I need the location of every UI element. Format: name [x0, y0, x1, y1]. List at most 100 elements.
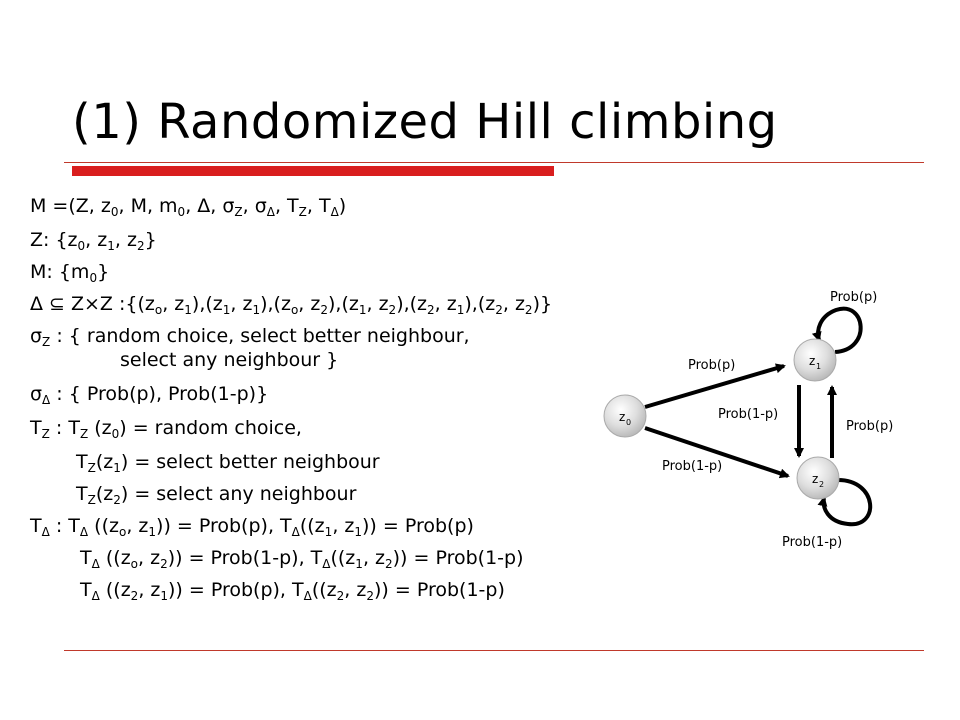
subscript: o: [290, 303, 299, 317]
text-run: )) = Prob(p), T: [156, 515, 292, 537]
definition-line: Z: {z0, z1, z2}: [30, 228, 157, 252]
node-z1: z 1: [793, 338, 837, 382]
node-z1-sub: 1: [816, 362, 821, 371]
subscript: Z: [79, 427, 89, 441]
text-run: , T: [274, 195, 299, 217]
subscript: 2: [320, 303, 328, 317]
text-run: , z: [502, 293, 525, 315]
subscript: Δ: [330, 205, 339, 219]
subscript: 1: [355, 557, 363, 571]
text-run: select any neighbour }: [120, 349, 339, 371]
text-run: , z: [114, 229, 137, 251]
text-run: , z: [366, 293, 389, 315]
definition-line: TZ(z1) = select better neighbour: [76, 450, 380, 474]
text-run: , z: [434, 293, 457, 315]
text-run: ((z: [99, 579, 131, 601]
node-z0: z 0: [603, 394, 647, 438]
text-run: )) = Prob(p): [362, 515, 474, 537]
text-run: , M, m: [118, 195, 178, 217]
text-run: ): [338, 195, 347, 217]
subscript: 1: [160, 589, 169, 603]
text-run: T: [80, 547, 92, 569]
subscript: Δ: [79, 525, 89, 539]
text-run: ),(z: [328, 293, 359, 315]
text-run: ) = random choice,: [119, 417, 302, 439]
subscript: Δ: [266, 205, 275, 219]
label-z2-z1: Prob(p): [846, 419, 893, 434]
text-run: T: [76, 451, 88, 473]
subscript: 0: [111, 427, 120, 441]
node-z0-sub: 0: [626, 418, 631, 427]
subscript: Δ: [322, 557, 331, 571]
subscript: o: [130, 557, 139, 571]
text-run: )) = Prob(1-p): [392, 547, 524, 569]
subscript: o: [154, 303, 163, 317]
text-run: ((z: [88, 515, 119, 537]
text-run: )}: [532, 293, 553, 315]
text-run: : T: [49, 417, 80, 439]
text-run: , z: [162, 293, 185, 315]
label-z0-z2: Prob(1-p): [662, 459, 722, 474]
text-run: ) = select better neighbour: [120, 451, 380, 473]
text-run: , z: [344, 579, 367, 601]
subscript: Z: [41, 427, 50, 441]
text-run: σ: [30, 383, 43, 405]
subscript: 2: [385, 557, 393, 571]
text-run: ),(z: [260, 293, 291, 315]
subscript: Δ: [291, 525, 300, 539]
subscript: 1: [324, 525, 333, 539]
subscript: 1: [107, 239, 115, 253]
subscript: Z: [42, 335, 51, 349]
text-run: Δ ⊆ Z×Z :{(z: [30, 293, 155, 315]
subscript: 1: [184, 303, 192, 317]
subscript: Δ: [91, 589, 100, 603]
subscript: 2: [366, 589, 374, 603]
subscript: Δ: [42, 393, 51, 407]
definition-line: σZ : { random choice, select better neig…: [30, 324, 470, 348]
node-z2-sub: 2: [819, 480, 824, 489]
text-run: T: [80, 579, 92, 601]
text-run: )) = Prob(1-p), T: [167, 547, 323, 569]
definition-line: TΔ : TΔ ((zo, z1)) = Prob(p), TΔ((z1, z1…: [30, 514, 474, 538]
subscript: Δ: [303, 589, 312, 603]
text-run: , z: [85, 229, 108, 251]
text-run: , Δ, σ: [185, 195, 235, 217]
subscript: Z: [298, 205, 307, 219]
subscript: Z: [87, 493, 96, 507]
text-run: ((z: [330, 547, 356, 569]
subscript: 1: [222, 303, 231, 317]
subscript: 1: [354, 525, 363, 539]
definition-line: M: {m0}: [30, 260, 109, 284]
definition-line: TZ : TZ (z0) = random choice,: [30, 416, 302, 440]
label-z0-z1: Prob(p): [688, 358, 735, 373]
text-run: }: [144, 229, 157, 251]
slide-title: (1) Randomized Hill climbing: [72, 94, 778, 150]
subscript: o: [118, 525, 127, 539]
text-run: )) = Prob(1-p): [374, 579, 505, 601]
text-run: ),(z: [464, 293, 496, 315]
subscript: 2: [160, 557, 168, 571]
text-run: , z: [362, 547, 385, 569]
definition-line: TZ(z2) = select any neighbour: [76, 482, 356, 506]
text-run: ),(z: [396, 293, 428, 315]
text-run: ),(z: [191, 293, 223, 315]
subscript: 2: [495, 303, 503, 317]
node-z0-label: z: [619, 410, 625, 424]
subscript: 0: [89, 271, 98, 285]
label-z1-z2: Prob(1-p): [718, 407, 778, 422]
subscript: Z: [234, 205, 243, 219]
definition-line: TΔ ((zo, z2)) = Prob(1-p), TΔ((z1, z2)) …: [80, 546, 524, 570]
text-run: σ: [30, 325, 43, 347]
text-run: , σ: [242, 195, 267, 217]
subscript: 2: [130, 589, 139, 603]
text-run: : { random choice, select better neighbo…: [50, 325, 470, 347]
text-run: , z: [126, 515, 149, 537]
subscript: 2: [427, 303, 435, 317]
text-run: , T: [306, 195, 331, 217]
subscript: 2: [336, 589, 345, 603]
text-run: ((z: [299, 515, 325, 537]
node-z2-label: z: [812, 472, 818, 486]
edge-z0-z2: [644, 426, 790, 479]
text-run: : { Prob(p), Prob(1-p)}: [50, 383, 269, 405]
text-run: : T: [49, 515, 80, 537]
